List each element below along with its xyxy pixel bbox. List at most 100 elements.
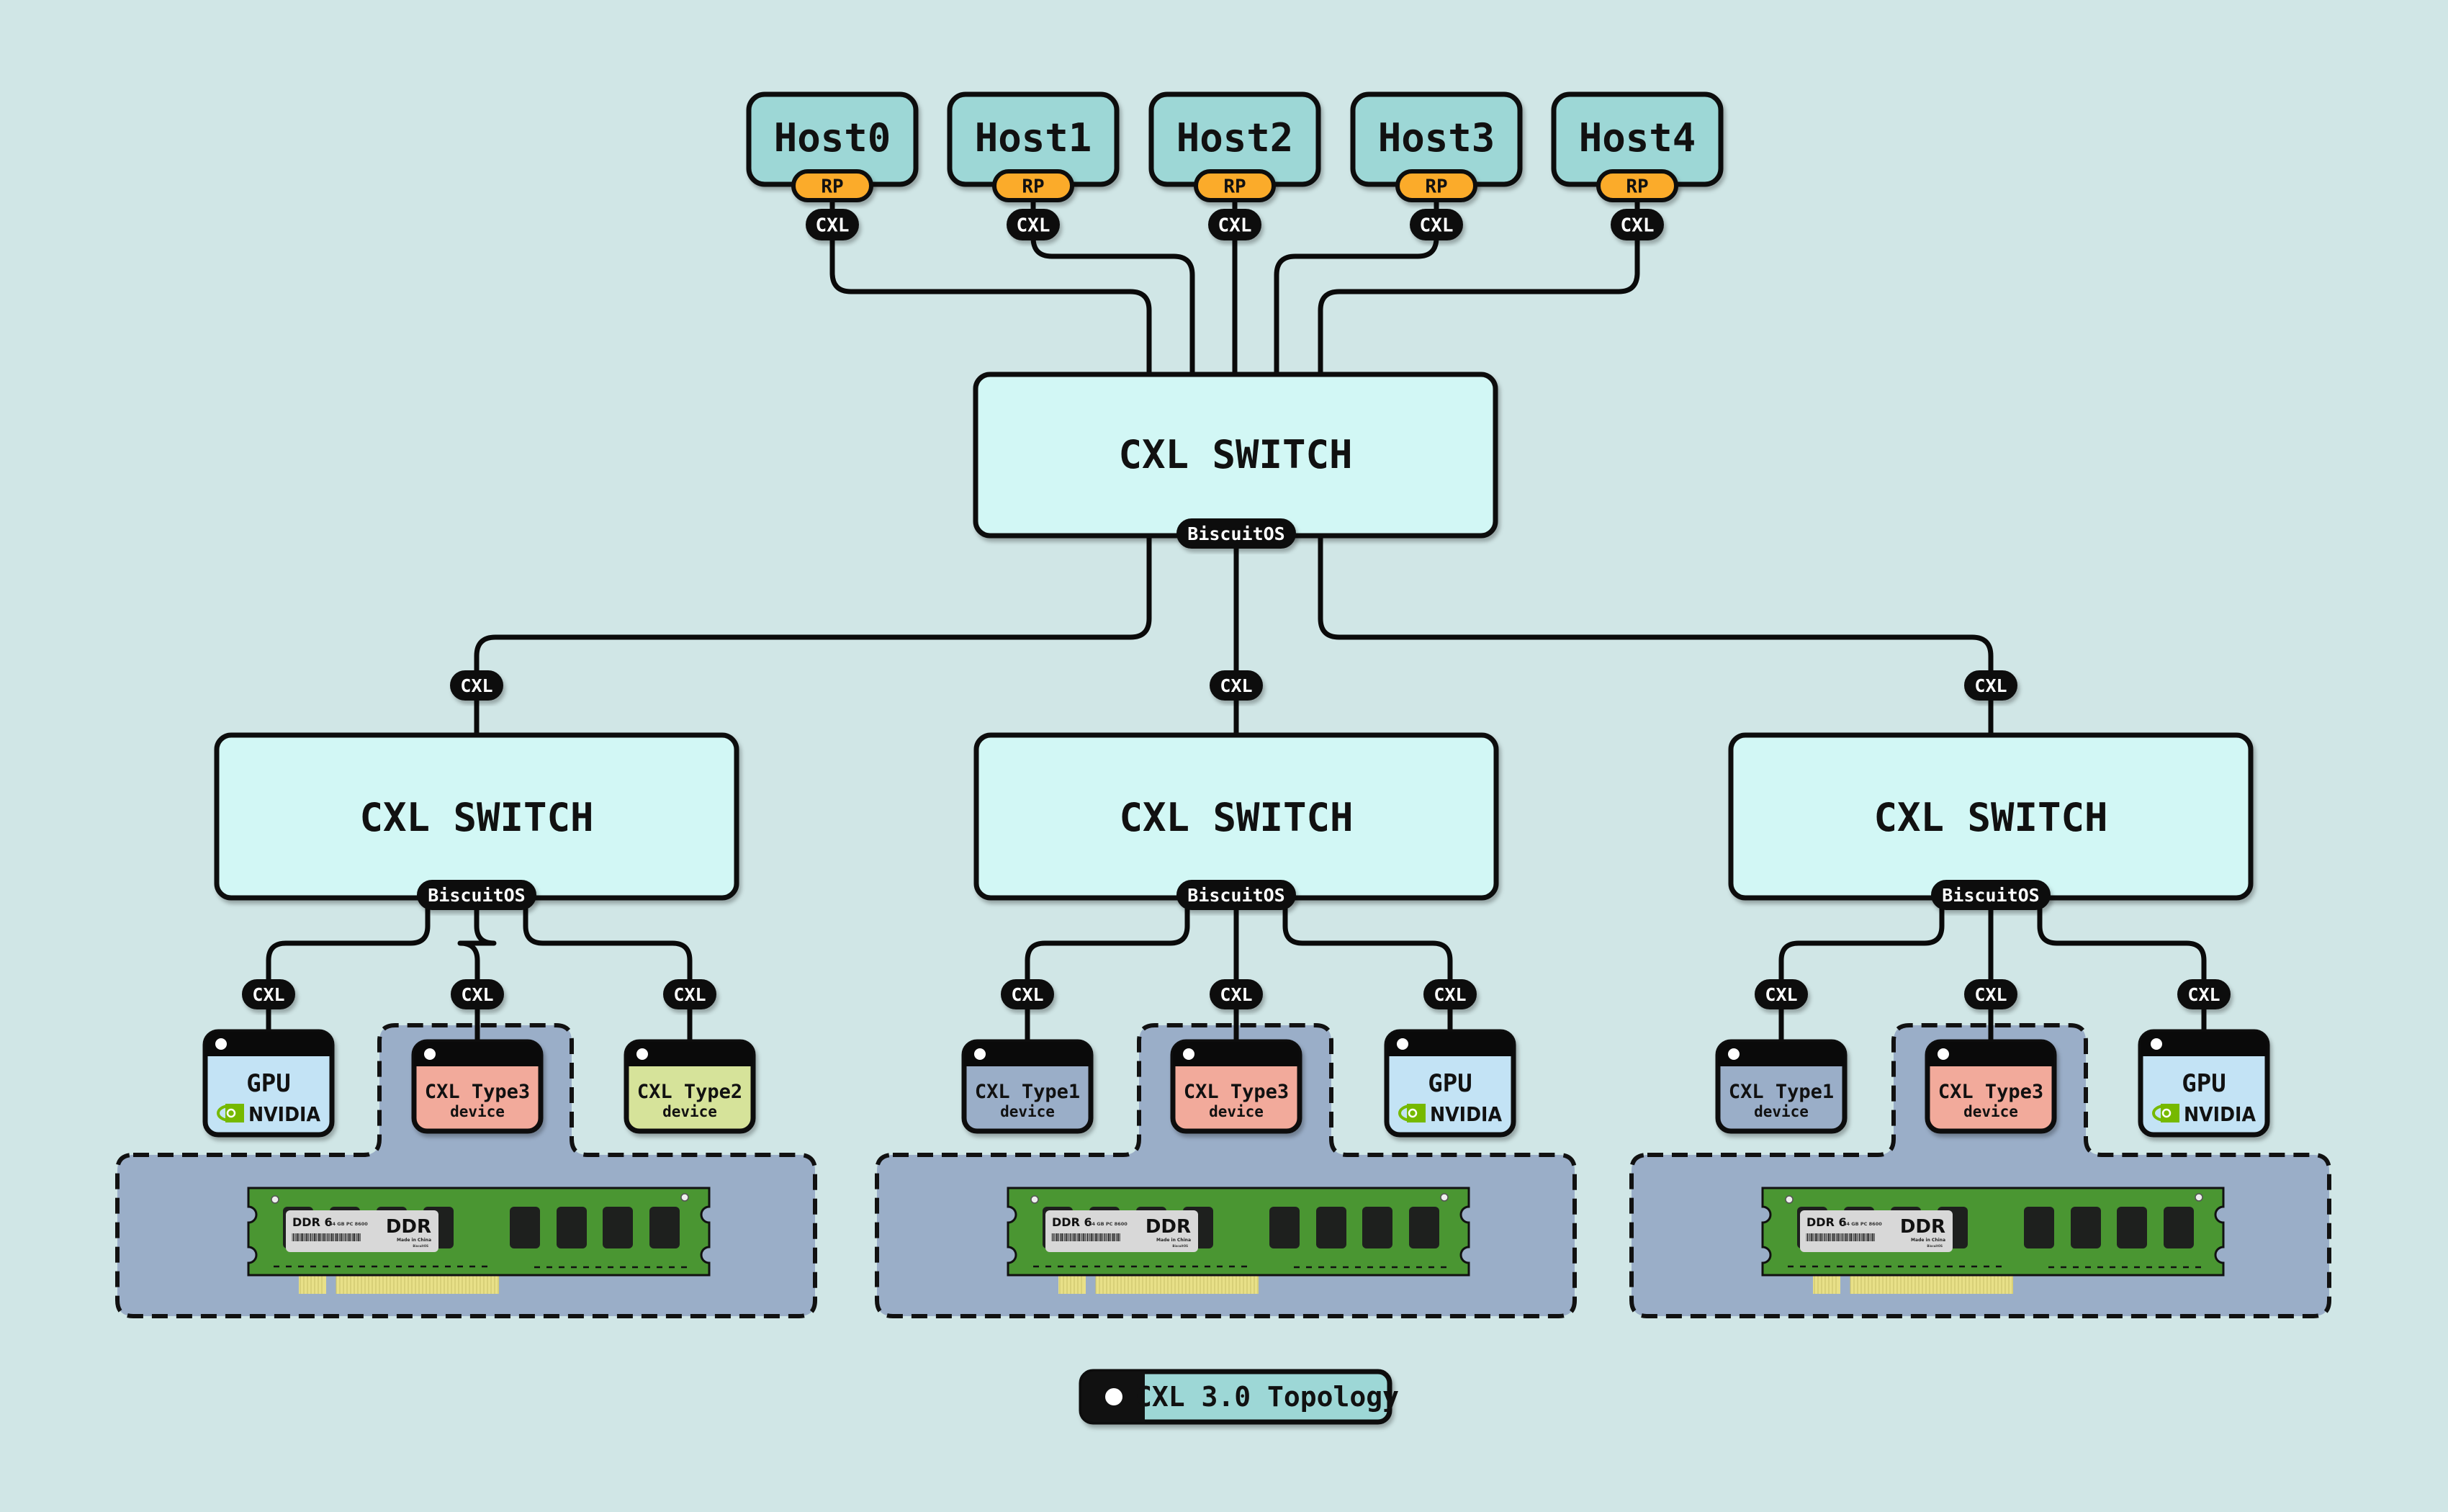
- cxl-link-badge-text: CXL: [252, 984, 284, 1005]
- cxl-link-badge: CXL: [1755, 979, 1808, 1009]
- dimm-spec: 64 GB PC 8600: [1843, 1221, 1882, 1227]
- biscuitos-badge: BiscuitOS: [1176, 518, 1296, 549]
- dimm-brand: DDR 6: [1806, 1215, 1847, 1229]
- dimm-label: [286, 1210, 438, 1252]
- memory-chip: [1269, 1207, 1300, 1248]
- status-dot-icon: [215, 1038, 227, 1050]
- host-4-link: [1318, 197, 1640, 377]
- device-subtitle: device: [1000, 1103, 1055, 1120]
- status-dot-icon: [1728, 1048, 1740, 1060]
- device-subtitle: device: [1209, 1103, 1264, 1120]
- switch-label: CXL SWITCH: [359, 795, 593, 840]
- root-port-badge-text: RP: [821, 176, 843, 197]
- switch-label: CXL SWITCH: [1119, 795, 1353, 840]
- switch-label: CXL SWITCH: [1118, 432, 1352, 477]
- host-label: Host4: [1579, 115, 1696, 161]
- cxl-link-badge: CXL: [663, 979, 716, 1009]
- card-header: [414, 1042, 541, 1066]
- host-0-link: [829, 197, 1152, 377]
- memory-chip: [510, 1207, 540, 1248]
- device-title: GPU: [246, 1069, 290, 1098]
- root-port-badge: RP: [1194, 169, 1276, 202]
- biscuitos-badge: BiscuitOS: [1931, 880, 2051, 910]
- card-header: [2141, 1032, 2267, 1056]
- dimm-maker: BiscuitOS: [1927, 1244, 1943, 1248]
- cxl-switch-0[interactable]: CXL SWITCH: [214, 732, 739, 901]
- status-dot-icon: [974, 1048, 986, 1060]
- cxl-link-badge-text: CXL: [1420, 215, 1454, 236]
- cxl-link-badge: CXL: [1208, 209, 1261, 240]
- dimm-maker: BiscuitOS: [1172, 1244, 1188, 1248]
- host-0[interactable]: Host0: [746, 91, 919, 187]
- cxl-link-badge-text: CXL: [1218, 215, 1252, 236]
- cxl-link-badge-text: CXL: [673, 984, 706, 1005]
- cxl-link-badge: CXL: [1964, 670, 2017, 701]
- cxl-switch-1[interactable]: CXL SWITCH: [973, 732, 1499, 901]
- dimm-logo: DDR: [386, 1216, 431, 1238]
- status-dot-icon: [1183, 1048, 1194, 1060]
- vendor-name: NVIDIA: [1430, 1102, 1502, 1126]
- cxl-link-badge: CXL: [1964, 979, 2017, 1009]
- status-dot-icon: [1397, 1038, 1408, 1050]
- nvidia-logo-icon: NVIDIA: [217, 1102, 320, 1126]
- host-4[interactable]: Host4: [1551, 91, 1724, 187]
- cxl-link-badge: CXL: [1410, 209, 1463, 240]
- nvidia-logo-icon: NVIDIA: [2152, 1102, 2256, 1126]
- device-subtitle: device: [450, 1103, 505, 1120]
- biscuitos-badge-text: BiscuitOS: [1187, 885, 1284, 906]
- status-dot-icon: [1938, 1048, 1949, 1060]
- host-3[interactable]: Host3: [1350, 91, 1523, 187]
- dimm-maker: BiscuitOS: [413, 1244, 428, 1248]
- status-dot-icon: [636, 1048, 648, 1060]
- legend-bullet-icon: [1105, 1388, 1122, 1405]
- dimm-origin: Made in China: [397, 1238, 431, 1243]
- device-title: CXL Type3: [1184, 1081, 1289, 1103]
- cxl-link-badge: CXL: [1210, 979, 1263, 1009]
- cxl-link-badge: CXL: [1210, 670, 1263, 701]
- gold-pins: [336, 1275, 499, 1294]
- cxl-link-badge-text: CXL: [460, 675, 492, 696]
- cxl-link-badge-text: CXL: [1765, 984, 1797, 1005]
- biscuitos-badge-text: BiscuitOS: [428, 885, 525, 906]
- status-dot-icon: [424, 1048, 436, 1060]
- dimm-origin: Made in China: [1156, 1238, 1191, 1243]
- cxl-link-badge: CXL: [1007, 209, 1060, 240]
- vendor-name: NVIDIA: [2184, 1102, 2256, 1126]
- biscuitos-badge-text: BiscuitOS: [1187, 523, 1284, 544]
- device-wire: [266, 903, 431, 1047]
- switch-label: CXL SWITCH: [1873, 795, 2107, 840]
- memory-chip: [2071, 1207, 2101, 1248]
- card-header: [1927, 1042, 2054, 1066]
- device-gpu[interactable]: GPU NVIDIA: [202, 1029, 335, 1138]
- device-subtitle: device: [1963, 1103, 2018, 1120]
- memory-chip: [649, 1207, 680, 1248]
- uplink-wire: [474, 533, 1152, 738]
- memory-chip: [2024, 1207, 2054, 1248]
- memory-chip: [1409, 1207, 1439, 1248]
- cxl-switch-2[interactable]: CXL SWITCH: [1728, 732, 2254, 901]
- dimm-spec: 64 GB PC 8600: [329, 1221, 368, 1227]
- host-3-link: [1274, 197, 1439, 377]
- dimm-spec: 64 GB PC 8600: [1089, 1221, 1128, 1227]
- root-cxl-switch[interactable]: CXL SWITCH: [973, 372, 1498, 539]
- device-title: CXL Type1: [1729, 1081, 1834, 1103]
- host-1[interactable]: Host1: [947, 91, 1120, 187]
- cxl-link-badge-text: CXL: [1621, 215, 1655, 236]
- cxl-link-badge-text: CXL: [1220, 675, 1252, 696]
- memory-chip: [603, 1207, 633, 1248]
- cxl-link-badge-text: CXL: [1220, 984, 1252, 1005]
- cxl-link-badge-text: CXL: [1434, 984, 1466, 1005]
- host-label: Host3: [1378, 115, 1495, 161]
